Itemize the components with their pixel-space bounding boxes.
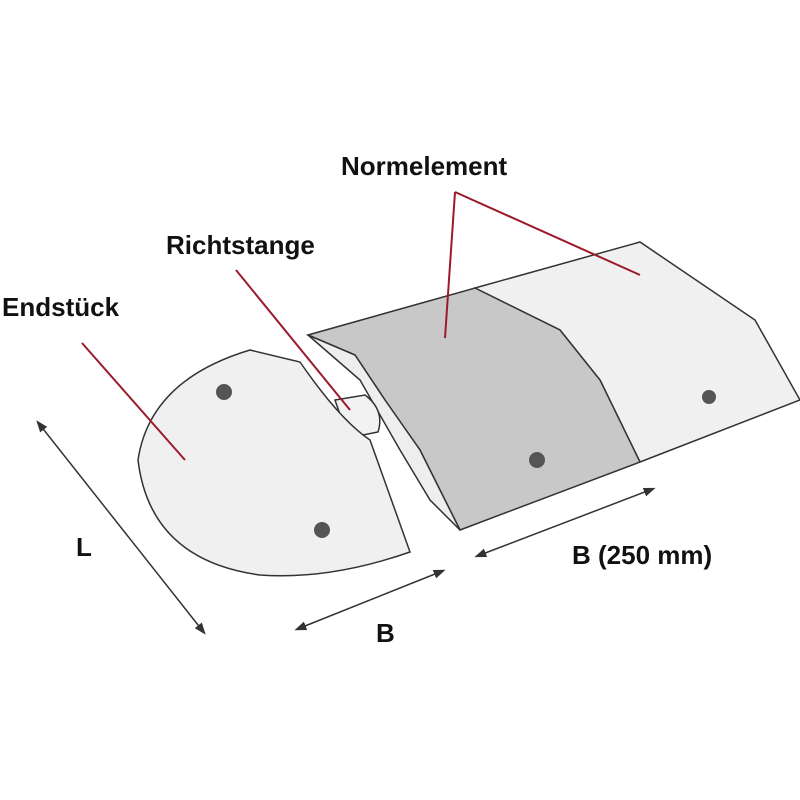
label-width-normal: B (250 mm): [572, 540, 713, 570]
bolt-hole: [529, 452, 545, 468]
dimension-arrow-b-250: [474, 487, 656, 558]
label-richtstange: Richtstange: [166, 230, 315, 260]
bolt-hole: [216, 384, 232, 400]
label-width: B: [376, 618, 395, 648]
bolt-hole: [702, 390, 716, 404]
endstueck-piece: [137, 349, 411, 577]
label-normelement: Normelement: [341, 151, 508, 181]
bolt-hole: [314, 522, 330, 538]
label-length: L: [76, 532, 92, 562]
dimension-arrow-b: [294, 569, 446, 631]
label-endstueck: Endstück: [2, 292, 120, 322]
dimension-arrow-l: [36, 420, 206, 635]
